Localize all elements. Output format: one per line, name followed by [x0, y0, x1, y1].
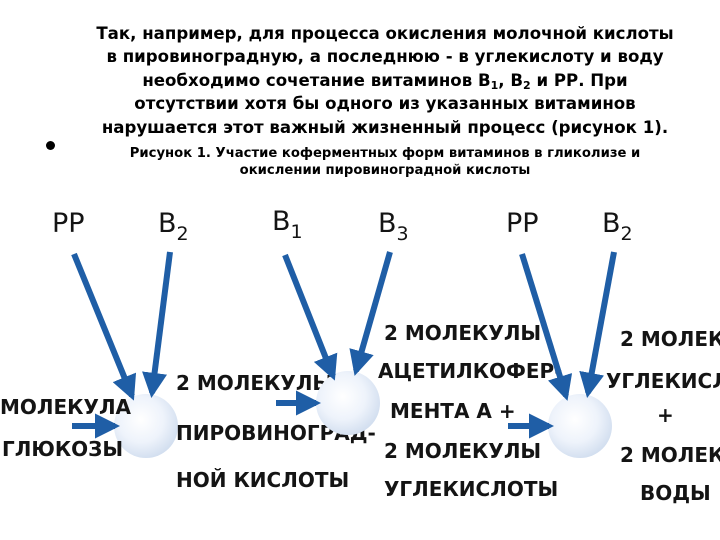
step-3-molecule-sphere — [548, 394, 612, 458]
intro-line-3a: необходимо сочетание витаминов В — [142, 70, 491, 90]
step-1-arrow-b2 — [142, 251, 173, 398]
step-2-molecule-sphere — [316, 371, 380, 435]
step-3-output-line-2: УГЛЕКИСЛОТЫ — [606, 369, 720, 393]
step-2-output-line-2: АЦЕТИЛКОФЕР- — [378, 359, 563, 383]
intro-line-3b: , В — [498, 70, 524, 90]
step-3-output-line-3: + — [657, 403, 674, 427]
intro-line-3: необходимо сочетание витаминов В1, В2 и … — [80, 69, 690, 92]
figure-caption: Рисунок 1. Участие коферментных форм вит… — [90, 145, 680, 179]
input-label-line-1: МОЛЕКУЛА — [0, 395, 132, 419]
step-3-vitamin-b2: B2 — [602, 208, 633, 245]
intro-line-1: Так, например, для процесса окисления мо… — [96, 24, 674, 43]
step-2-output-line-3: МЕНТА А + — [390, 399, 516, 423]
vitamin-pathway-diagram: PP B2 МОЛЕКУЛА ГЛЮКОЗЫ 2 МОЛЕКУЛЫ ПИРОВИ… — [0, 206, 720, 505]
step-3-arrow-b2 — [579, 251, 617, 398]
step-1-molecule-sphere — [114, 394, 178, 458]
step-2: B1 B3 2 МОЛЕКУЛЫ АЦЕТИЛКОФЕР- МЕНТА А + … — [272, 206, 563, 501]
intro-line-5: нарушается этот важный жизненный процесс… — [101, 117, 669, 137]
step-2-output-line-5: УГЛЕКИСЛОТЫ — [384, 477, 558, 501]
step-3-vitamin-pp: PP — [506, 208, 539, 239]
step-1-output-line-1: 2 МОЛЕКУЛЫ — [176, 371, 333, 395]
step-2-output-line-4: 2 МОЛЕКУЛЫ — [384, 439, 541, 463]
step-1-vitamin-b2: B2 — [158, 208, 189, 245]
vitamin-b2-subscript: 2 — [523, 78, 531, 92]
step-3-output-line-5: ВОДЫ — [640, 481, 711, 505]
step-2-vitamin-b1: B1 — [272, 206, 303, 243]
step-3: PP B2 2 МОЛЕКУЛЫ УГЛЕКИСЛОТЫ + 2 МОЛЕКУЛ… — [506, 208, 720, 505]
step-2-output-line-1: 2 МОЛЕКУЛЫ — [384, 321, 541, 345]
step-3-arrow-pp — [519, 253, 573, 401]
caption-line-2: окислении пировиноградной кислоты — [239, 163, 531, 178]
step-3-output-line-1: 2 МОЛЕКУЛЫ — [620, 327, 720, 351]
step-3-output-line-4: 2 МОЛЕКУЛЫ — [620, 443, 720, 467]
intro-paragraph: Так, например, для процесса окисления мо… — [80, 22, 690, 139]
intro-line-4: отсутствии хотя бы одного из указанных в… — [134, 94, 636, 114]
intro-line-3c: и РР. При — [530, 70, 628, 90]
intro-line-2: в пировиноградную, а последнюю - в углек… — [106, 47, 664, 67]
input-label-line-2: ГЛЮКОЗЫ — [2, 437, 123, 461]
caption-line-1: Рисунок 1. Участие коферментных форм вит… — [129, 146, 641, 161]
step-2-arrow-b3 — [349, 251, 393, 376]
step-1-arrow-pp — [71, 252, 137, 401]
step-1-vitamin-pp: PP — [52, 208, 85, 239]
step-1-output-line-3: НОЙ КИСЛОТЫ — [176, 468, 349, 492]
step-2-arrow-b1 — [282, 253, 338, 381]
step-2-vitamin-b3: B3 — [378, 208, 409, 245]
bullet-point — [46, 141, 55, 150]
vitamin-b1-subscript: 1 — [490, 78, 499, 92]
